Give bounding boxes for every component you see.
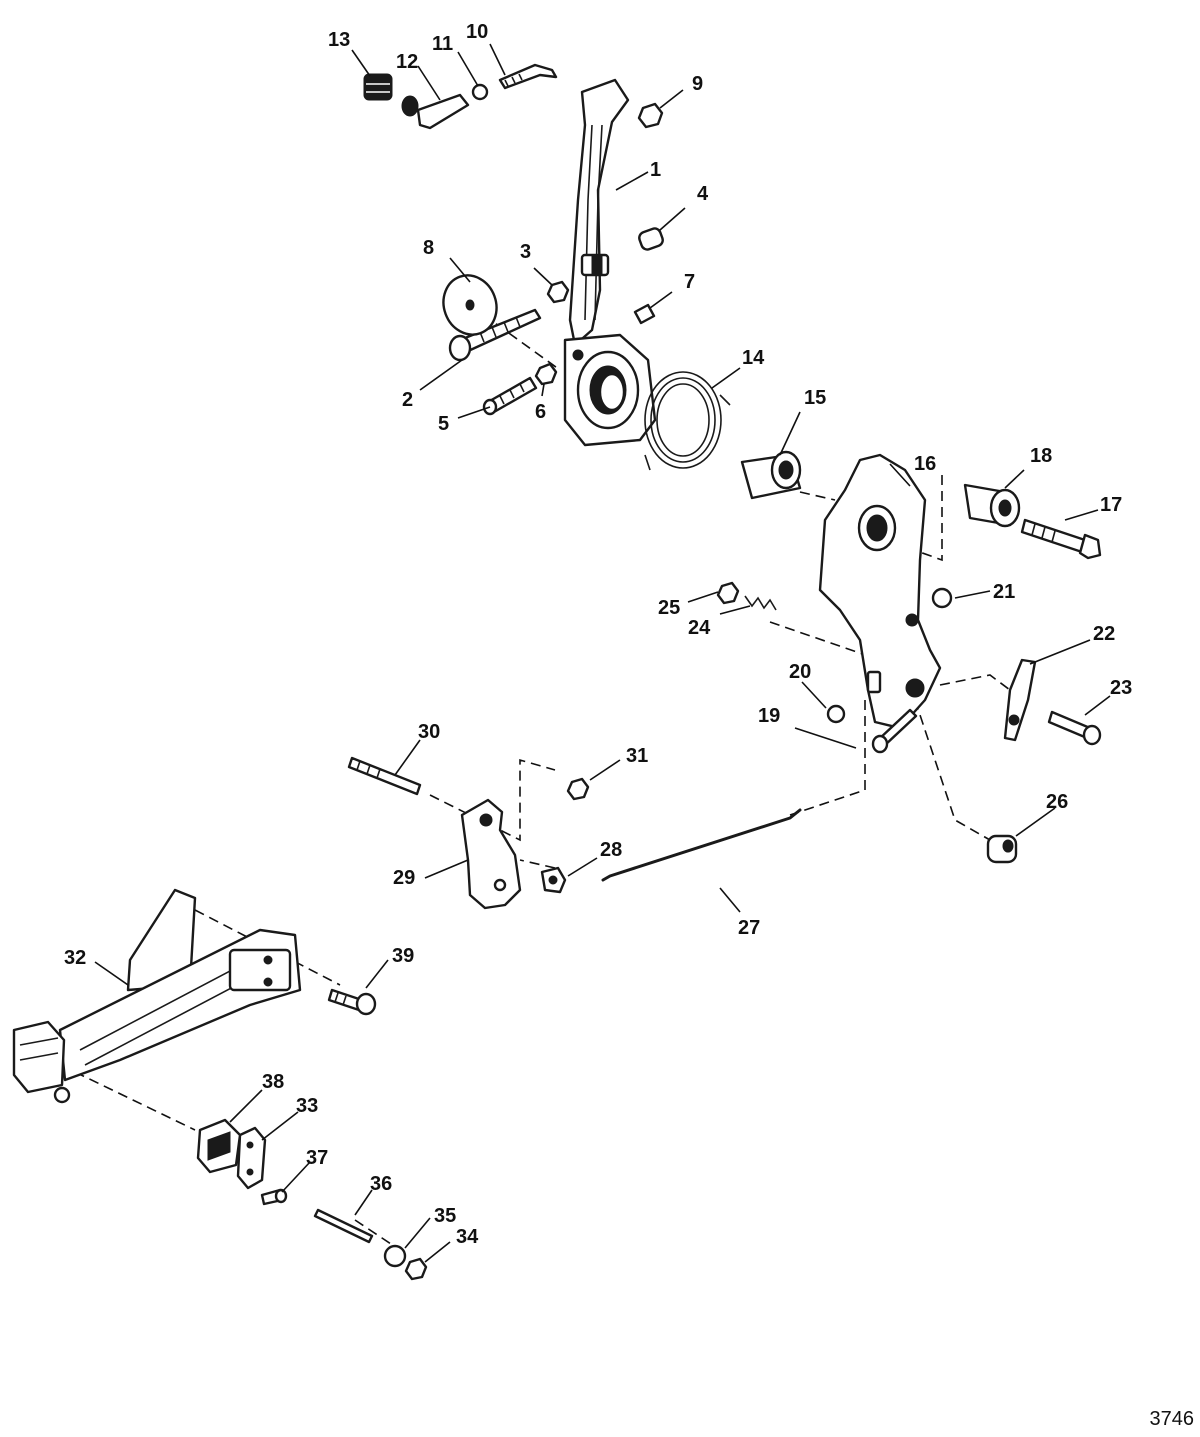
callout-39: 39	[392, 945, 414, 967]
part-17-bolt	[1020, 518, 1102, 560]
callout-37: 37	[306, 1147, 328, 1169]
nuts	[404, 102, 953, 1281]
callout-19: 19	[758, 705, 780, 727]
part-33-plate	[236, 1126, 267, 1190]
part-12-link	[401, 93, 470, 130]
part-2-screw	[448, 308, 542, 362]
part-18-bushing	[963, 483, 1021, 528]
callout-34: 34	[456, 1226, 479, 1248]
callout-26: 26	[1046, 791, 1068, 813]
part-22-link	[1003, 658, 1037, 742]
part-30-stud	[347, 756, 422, 796]
callout-25: 25	[658, 597, 680, 619]
part-36-stud	[313, 1208, 374, 1244]
callout-31: 31	[626, 745, 648, 767]
part-11-washer	[471, 83, 489, 101]
part-26-cap	[986, 834, 1018, 864]
part-6-nut	[534, 362, 558, 386]
callout-20: 20	[789, 661, 811, 683]
callout-23: 23	[1110, 677, 1132, 699]
callout-9: 9	[692, 73, 703, 95]
part-14-spring	[644, 371, 731, 471]
callout-35: 35	[434, 1205, 456, 1227]
assembly-lines	[74, 304, 1011, 1251]
callout-2: 2	[402, 389, 413, 411]
part-13-cap	[363, 73, 393, 101]
part-4-sleeve	[638, 227, 664, 251]
part-27-rod	[601, 808, 802, 882]
callout-28: 28	[600, 839, 622, 861]
part-7-screw	[633, 303, 656, 325]
part-29-bellcrank	[460, 798, 522, 910]
callout-4: 4	[697, 183, 709, 205]
part-16-plate	[818, 453, 942, 730]
part-15-bushing	[740, 450, 802, 500]
part-34-nut	[404, 1257, 428, 1281]
callout-13: 13	[328, 29, 350, 51]
callout-10: 10	[466, 21, 488, 43]
part-32-bracket	[12, 888, 302, 1104]
callout-21: 21	[993, 581, 1015, 603]
part-28-clip	[540, 866, 567, 894]
callout-32: 32	[64, 947, 86, 969]
callouts: 1 2 3 4 5 6 7 8 9 10 11 12 13 14 15 16 1…	[64, 21, 1132, 1248]
callout-36: 36	[370, 1173, 392, 1195]
part-23-screw	[1047, 710, 1102, 746]
callout-33: 33	[296, 1095, 318, 1117]
part-37-screw	[260, 1188, 288, 1206]
part-10-rod	[498, 63, 558, 90]
part-25-nut	[716, 581, 740, 605]
part-5-stud	[482, 376, 538, 416]
callout-15: 15	[804, 387, 826, 409]
callout-7: 7	[684, 271, 695, 293]
callout-8: 8	[423, 237, 434, 259]
part-38-block	[196, 1118, 242, 1174]
callout-1: 1	[650, 159, 661, 181]
callout-27: 27	[738, 917, 760, 939]
part-1-throttle-lever	[563, 78, 657, 447]
callout-22: 22	[1093, 623, 1115, 645]
part-8-washer	[442, 274, 498, 336]
figure-number: 3746	[1149, 1408, 1195, 1430]
part-19-screw	[871, 708, 918, 754]
callout-5: 5	[438, 413, 449, 435]
leader-lines	[94, 43, 1111, 1263]
part-31-nut	[566, 777, 590, 801]
callout-12: 12	[396, 51, 418, 73]
callout-18: 18	[1030, 445, 1052, 467]
callout-17: 17	[1100, 494, 1122, 516]
callout-30: 30	[418, 721, 440, 743]
callout-38: 38	[262, 1071, 284, 1093]
part-24-spring	[744, 595, 777, 611]
part-20-washer	[826, 704, 846, 724]
part-3-nut	[546, 280, 570, 304]
callout-11: 11	[432, 33, 453, 55]
part-21-nut	[931, 587, 953, 609]
part-9-nut	[637, 102, 664, 129]
part-35-washer	[383, 1244, 407, 1268]
callout-24: 24	[688, 617, 711, 639]
callout-6: 6	[535, 401, 546, 423]
part-39-screw	[327, 988, 377, 1016]
callout-3: 3	[520, 241, 531, 263]
callout-29: 29	[393, 867, 415, 889]
callout-14: 14	[742, 347, 765, 369]
callout-16: 16	[914, 453, 936, 475]
